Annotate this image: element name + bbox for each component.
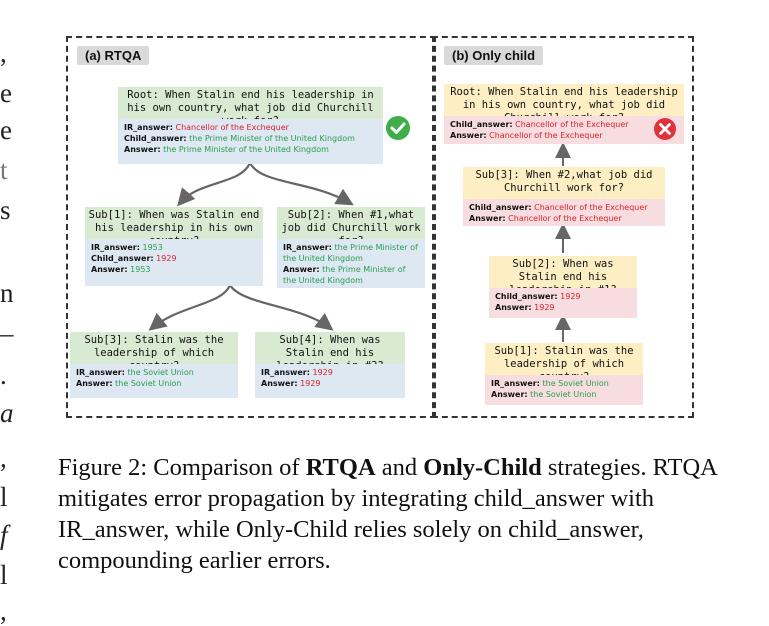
child-answer-value: Chancellor of the Exchequer	[515, 120, 629, 129]
panel-b-label: (b) Only child	[444, 46, 544, 65]
a-root-question: Root: When Stalin end his leadership in …	[118, 87, 383, 127]
child-answer-label: Child_answer:	[124, 134, 187, 143]
edge-glyph: ,	[0, 38, 7, 68]
b-sub3-question: Sub[3]: When #2,what job did Churchill w…	[463, 167, 665, 199]
a-sub4-answers: IR_answer: 1929 Answer: 1929	[255, 364, 405, 398]
child-answer-label: Child_answer:	[495, 292, 558, 301]
answer-value: Chancellor of the Exchequer	[489, 131, 603, 140]
check-circle-icon	[386, 116, 410, 140]
answer-value: 1929	[300, 379, 321, 388]
b-sub3-answers: Child_answer: Chancellor of the Excheque…	[463, 199, 665, 226]
cross-circle-icon	[654, 118, 676, 140]
b-sub1-answers: IR_answer: the Soviet Union Answer: the …	[485, 375, 643, 405]
b-root-question: Root: When Stalin end his leadership in …	[444, 84, 684, 124]
a-sub2-answers: IR_answer: the Prime Minister of the Uni…	[277, 239, 425, 288]
edge-glyph: ,	[0, 596, 7, 626]
a-sub3-question: Sub[3]: Stalin was the leadership of whi…	[70, 332, 238, 372]
answer-label: Answer:	[469, 214, 506, 223]
a-sub4-question: Sub[4]: When was Stalin end his leadersh…	[255, 332, 405, 372]
edge-glyph: n	[0, 278, 14, 308]
edge-glyph: f	[0, 520, 8, 550]
answer-value: the Soviet Union	[530, 390, 597, 399]
edge-glyph: l	[0, 482, 8, 512]
child-answer-label: Child_answer:	[469, 203, 532, 212]
ir-answer-value: the Prime Minister of the United Kingdom	[283, 243, 418, 263]
ir-answer-value: Chancellor of the Exchequer	[175, 123, 289, 132]
a-sub3-answers: IR_answer: the Soviet Union Answer: the …	[70, 364, 238, 398]
edge-glyph: ,	[0, 443, 7, 473]
answer-label: Answer:	[450, 131, 487, 140]
caption-term-rtqa: RTQA	[305, 454, 376, 481]
child-answer-label: Child_answer:	[91, 254, 154, 263]
answer-value: the Prime Minister of the United Kingdom	[163, 145, 329, 154]
panel-a-frame	[66, 36, 436, 418]
edge-glyph: –	[0, 318, 14, 348]
edge-glyph: l	[0, 560, 8, 590]
b-root-answers: Child_answer: Chancellor of the Excheque…	[444, 116, 684, 144]
ir-answer-label: IR_answer:	[124, 123, 173, 132]
answer-label: Answer:	[283, 265, 320, 274]
answer-label: Answer:	[76, 379, 113, 388]
ir-answer-label: IR_answer:	[261, 368, 310, 377]
ir-answer-value: the Soviet Union	[542, 379, 609, 388]
caption-suffix: strategies. RTQA mitigates error propaga…	[58, 454, 717, 574]
child-answer-value: the Prime Minister of the United Kingdom	[189, 134, 355, 143]
b-sub1-question: Sub[1]: Stalin was the leadership of whi…	[485, 343, 643, 383]
figure-caption: Figure 2: Comparison of RTQA and Only-Ch…	[58, 452, 728, 576]
answer-value: 1929	[534, 303, 555, 312]
answer-label: Answer:	[495, 303, 532, 312]
child-answer-value: 1929	[156, 254, 177, 263]
panel-b-frame	[432, 36, 694, 418]
arrow-root-to-sub1	[177, 162, 252, 207]
answer-label: Answer:	[91, 265, 128, 274]
arrow-sub1-to-sub4	[229, 284, 334, 331]
edge-glyph: e	[0, 115, 12, 145]
b-sub2-answers: Child_answer: 1929 Answer: 1929	[489, 288, 637, 318]
ir-answer-label: IR_answer:	[76, 368, 125, 377]
arrow-sub1-to-sub3	[148, 284, 232, 331]
a-root-answers: IR_answer: Chancellor of the Exchequer C…	[118, 119, 383, 164]
child-answer-value: Chancellor of the Exchequer	[534, 203, 648, 212]
ir-answer-value: 1953	[142, 243, 163, 252]
ir-answer-value: the Soviet Union	[127, 368, 194, 377]
edge-glyph: s	[0, 195, 11, 225]
answer-value: Chancellor of the Exchequer	[508, 214, 622, 223]
caption-prefix: Figure 2: Comparison of	[58, 454, 306, 481]
caption-mid: and	[375, 454, 424, 481]
edge-glyph: .	[0, 360, 7, 390]
answer-value: 1953	[130, 265, 151, 274]
caption-term-only-child: Only-Child	[423, 454, 542, 481]
b-sub2-question: Sub[2]: When was Stalin end his leadersh…	[489, 256, 637, 296]
ir-answer-label: IR_answer:	[91, 243, 140, 252]
edge-glyph: t	[0, 155, 8, 185]
answer-label: Answer:	[124, 145, 161, 154]
answer-label: Answer:	[491, 390, 528, 399]
a-sub1-question: Sub[1]: When was Stalin end his leadersh…	[85, 207, 263, 247]
ir-answer-label: IR_answer:	[283, 243, 332, 252]
child-answer-label: Child_answer:	[450, 120, 513, 129]
answer-label: Answer:	[261, 379, 298, 388]
arrow-root-to-sub2	[249, 162, 354, 206]
child-answer-value: 1929	[560, 292, 581, 301]
a-sub2-question: Sub[2]: When #1,what job did Churchill w…	[277, 207, 425, 247]
edge-glyph: e	[0, 78, 12, 108]
panel-a-label: (a) RTQA	[77, 46, 150, 65]
ir-answer-label: IR_answer:	[491, 379, 540, 388]
ir-answer-value: 1929	[312, 368, 333, 377]
a-sub1-answers: IR_answer: 1953 Child_answer: 1929 Answe…	[85, 239, 263, 286]
answer-value: the Soviet Union	[115, 379, 182, 388]
edge-glyph: a	[0, 398, 14, 428]
answer-value: the Prime Minister of the United Kingdom	[283, 265, 406, 285]
